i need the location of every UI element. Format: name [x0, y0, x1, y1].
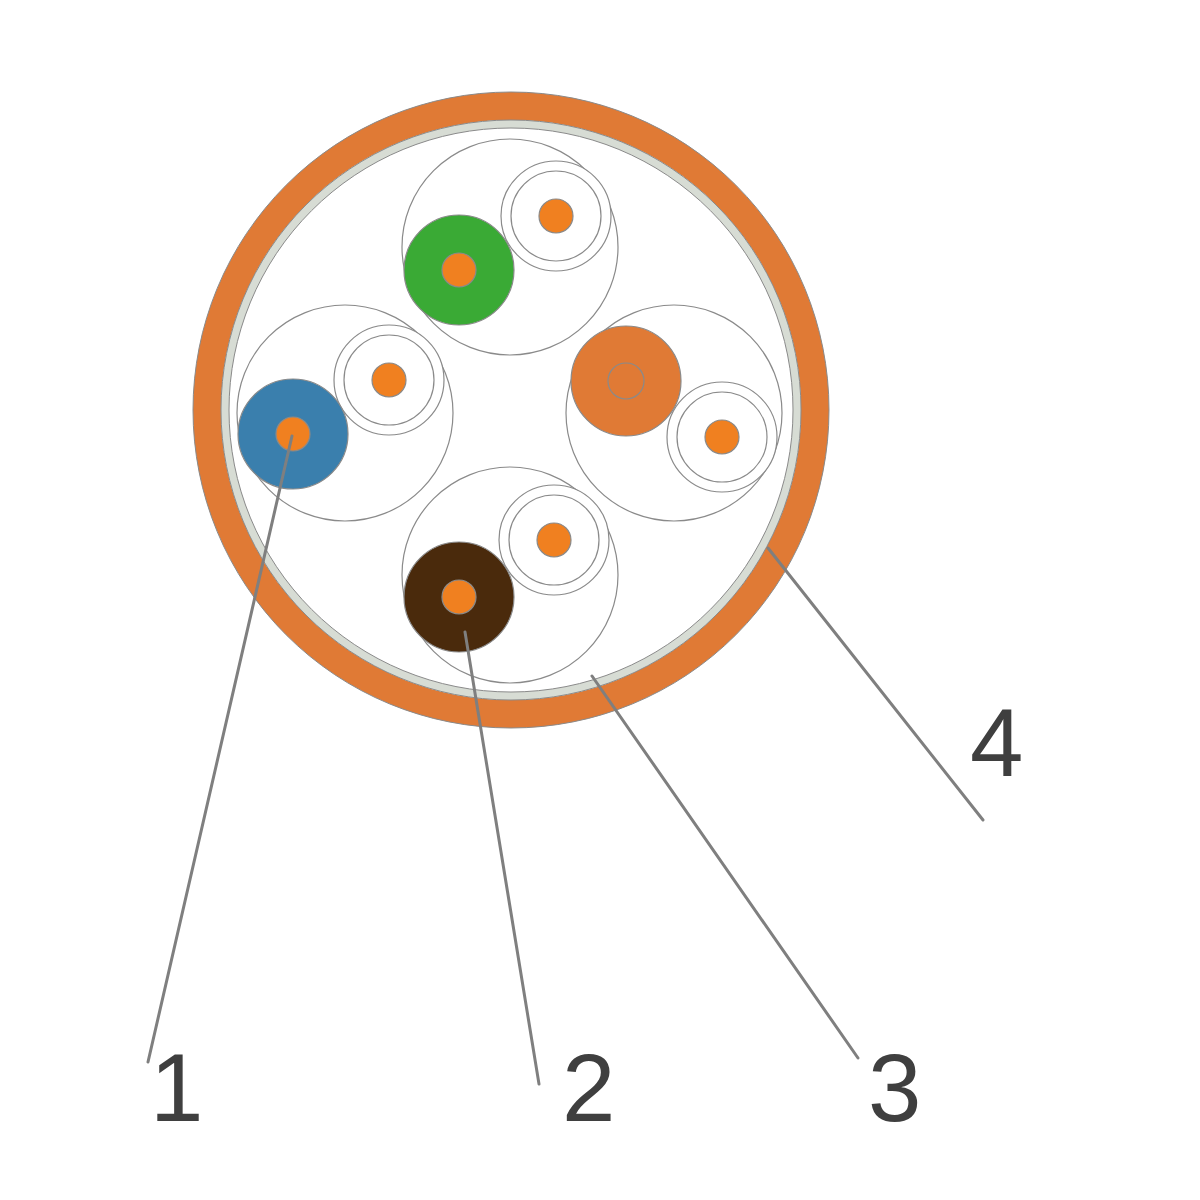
brown-insulation: [404, 542, 514, 652]
leader-line: [465, 632, 539, 1084]
copper-core: [442, 253, 476, 287]
green-insulation: [404, 215, 514, 325]
copper-core: [442, 580, 476, 614]
white-insulation: [334, 325, 444, 435]
leader-line: [592, 676, 858, 1058]
white-insulation: [667, 382, 777, 492]
foil-edge: [229, 128, 793, 692]
leader-lines: [148, 436, 983, 1084]
white-insulation: [501, 161, 611, 271]
pair-envelope: [566, 305, 782, 521]
blue-insulation: [238, 379, 348, 489]
white-insulation: [499, 485, 609, 595]
jacket-edge: [193, 92, 829, 728]
pair-envelope: [237, 305, 453, 521]
colour-conductors: [238, 215, 681, 652]
pair-envelopes: [237, 139, 782, 683]
copper-core: [372, 363, 406, 397]
leader-line: [148, 436, 292, 1062]
outer-jacket: [207, 106, 815, 714]
white-insulation-inner: [344, 335, 434, 425]
callout-number: 3: [868, 1040, 921, 1136]
pair-envelope: [402, 139, 618, 355]
callout-number: 2: [562, 1040, 615, 1136]
copper-core: [608, 363, 644, 399]
copper-core: [276, 417, 310, 451]
white-insulation-inner: [509, 495, 599, 585]
foil-edge: [221, 120, 801, 700]
callout-number: 1: [150, 1040, 203, 1136]
white-insulation-inner: [511, 171, 601, 261]
white-insulation-inner: [677, 392, 767, 482]
leader-line: [768, 548, 983, 820]
callout-number: 4: [970, 695, 1023, 791]
copper-core: [705, 420, 739, 454]
white-conductors: [334, 161, 777, 595]
foil-layer: [225, 124, 797, 696]
copper-core: [539, 199, 573, 233]
copper-core: [537, 523, 571, 557]
orange-insulation: [571, 326, 681, 436]
pair-envelope: [402, 467, 618, 683]
